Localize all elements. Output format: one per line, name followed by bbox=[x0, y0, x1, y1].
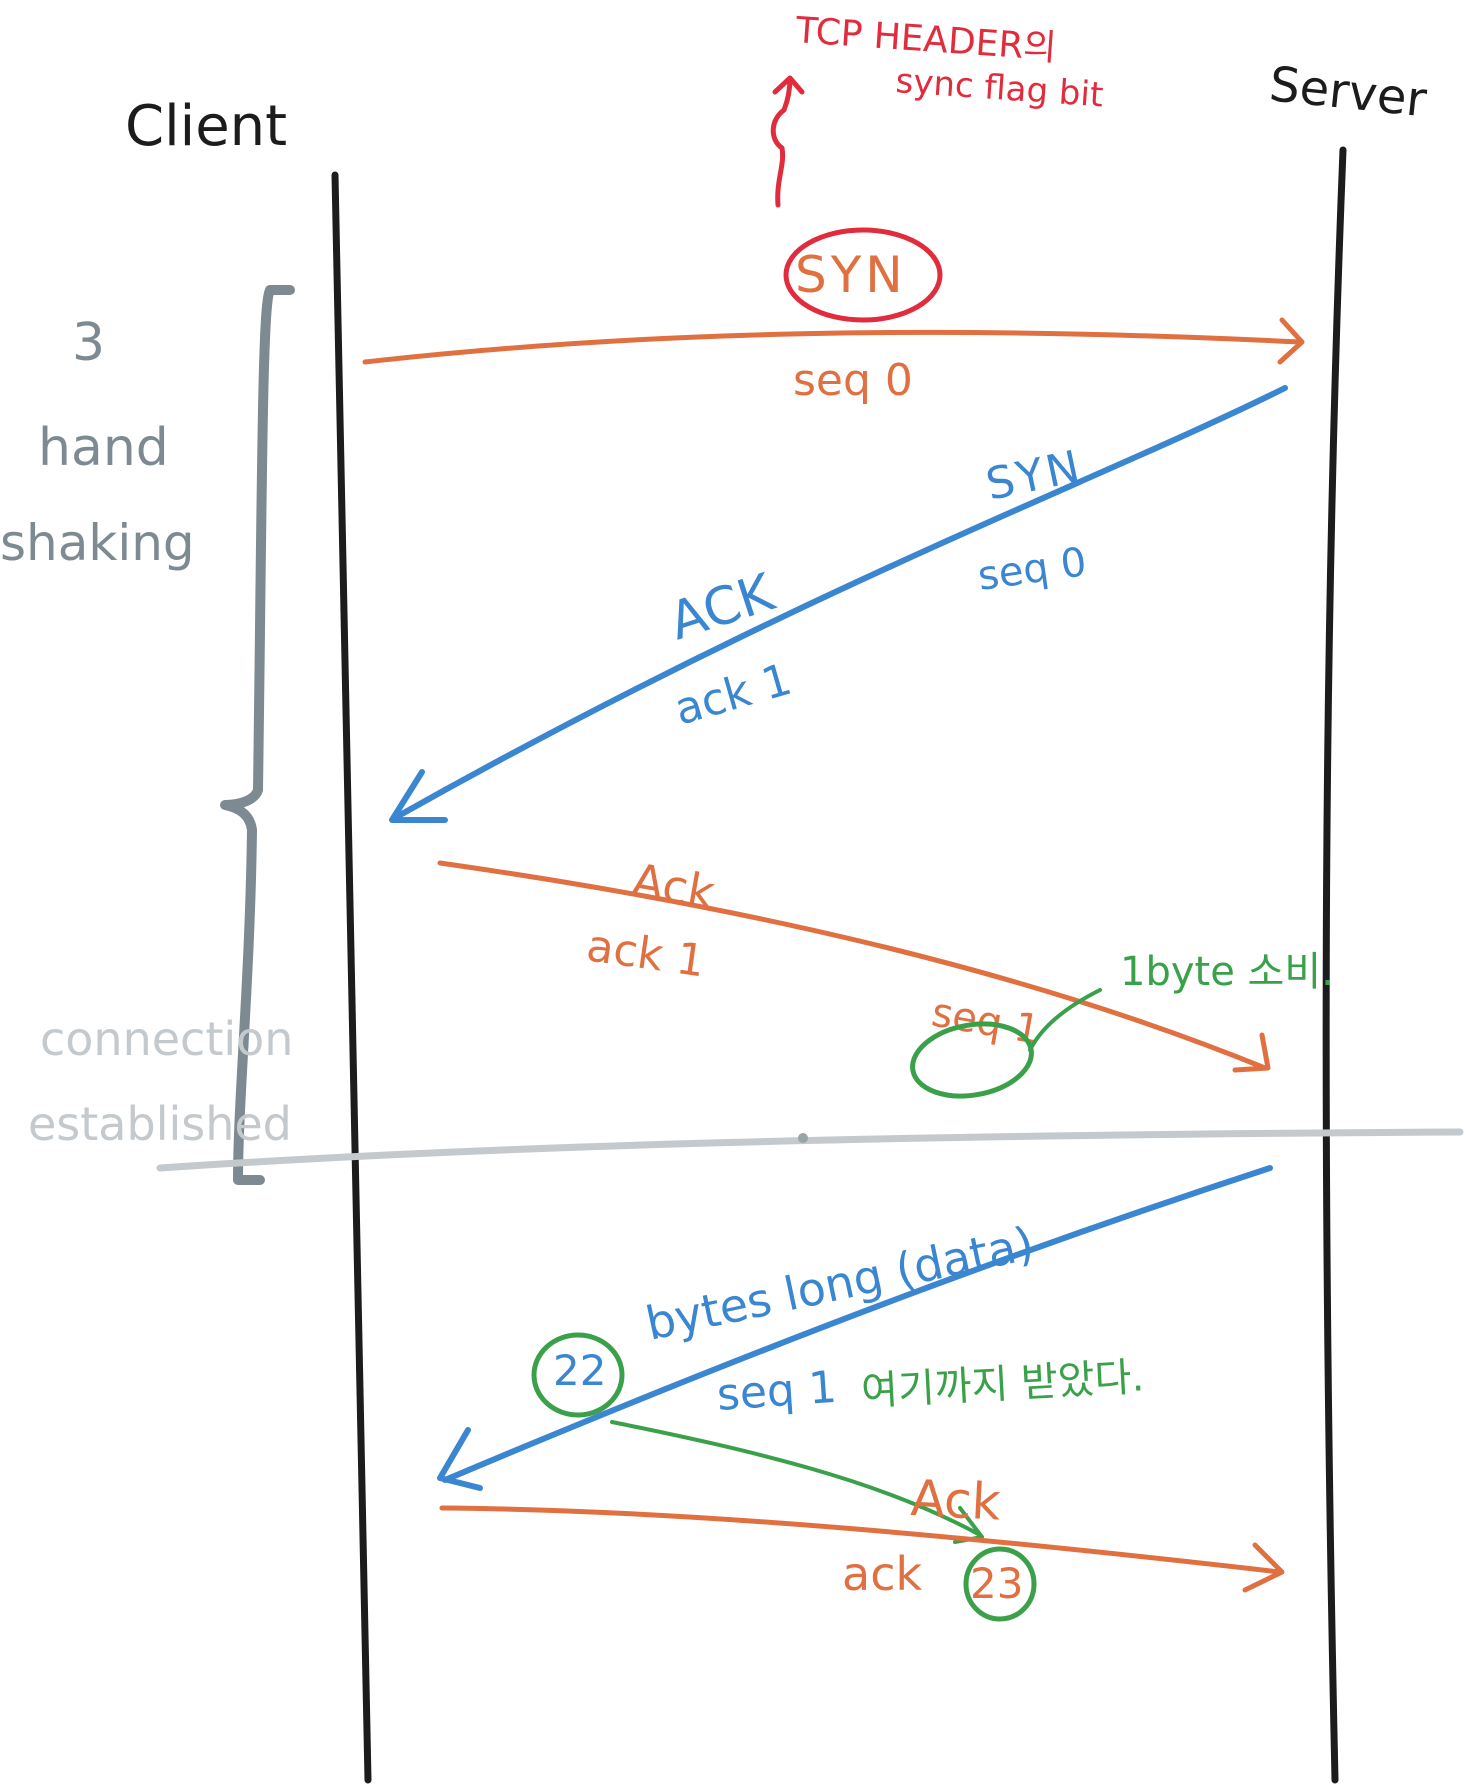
data-bytes-circle bbox=[531, 1332, 625, 1418]
data-seq: seq 1 bbox=[715, 1362, 838, 1421]
data-arrow bbox=[442, 1165, 1273, 1483]
ack-arrow bbox=[437, 860, 1268, 1071]
connection-divider bbox=[156, 1128, 1464, 1172]
syn-ack-ack-label: ACK bbox=[662, 562, 782, 652]
syn-note-line1: TCP HEADER의 bbox=[793, 10, 1057, 69]
ack-ack: ack 1 bbox=[583, 920, 708, 987]
server-label: Server bbox=[1267, 56, 1430, 128]
divider-dot bbox=[798, 1133, 808, 1143]
data-ack-label: Ack bbox=[909, 1469, 1002, 1532]
data-arrowhead bbox=[437, 1427, 483, 1491]
syn-label: SYN bbox=[795, 246, 907, 304]
syn-ack-arrowhead bbox=[389, 769, 448, 823]
handshake-bracket bbox=[220, 285, 295, 1185]
handshake-label-line1: 3 bbox=[72, 313, 105, 373]
handshake-label: 3 hand shaking bbox=[0, 313, 195, 572]
ack-label: Ack bbox=[628, 853, 719, 921]
byte-note-pointer bbox=[1028, 988, 1102, 1052]
client-lifeline bbox=[331, 171, 372, 1784]
data-bytes: 22 bbox=[553, 1346, 606, 1395]
data-ack-arrow bbox=[439, 1505, 1283, 1575]
connection-label-line2: established bbox=[28, 1097, 292, 1151]
connection-label-line1: connection bbox=[40, 1012, 293, 1066]
byte-note: 1byte 소비. bbox=[1120, 949, 1334, 995]
syn-ack-syn-label: SYN bbox=[982, 441, 1087, 511]
syn-note-line2: sync flag bit bbox=[894, 61, 1104, 115]
handshake-label-line3: shaking bbox=[0, 514, 195, 572]
handshake-label-line2: hand bbox=[38, 418, 169, 478]
syn-note-arrow bbox=[770, 75, 805, 208]
data-ack-arrowhead bbox=[1242, 1542, 1285, 1593]
data-ack-num: 23 bbox=[970, 1559, 1023, 1608]
syn-arrowhead bbox=[1277, 317, 1305, 365]
syn-seq: seq 0 bbox=[793, 355, 913, 406]
syn-arrow bbox=[362, 329, 1303, 365]
syn-circle bbox=[783, 227, 943, 323]
received-note: 여기까지 받았다. bbox=[860, 1354, 1145, 1415]
syn-ack-ack: ack 1 bbox=[669, 654, 797, 736]
syn-ack-seq: seq 0 bbox=[975, 539, 1089, 600]
data-ack-ack: ack bbox=[842, 1547, 922, 1601]
client-label: Client bbox=[125, 94, 287, 159]
ack-arrowhead bbox=[1232, 1032, 1271, 1073]
data-label: bytes long (data) bbox=[641, 1216, 1038, 1351]
data-ack-num-circle bbox=[963, 1546, 1037, 1622]
server-lifeline bbox=[1322, 146, 1347, 1784]
syn-ack-arrow bbox=[397, 385, 1288, 818]
